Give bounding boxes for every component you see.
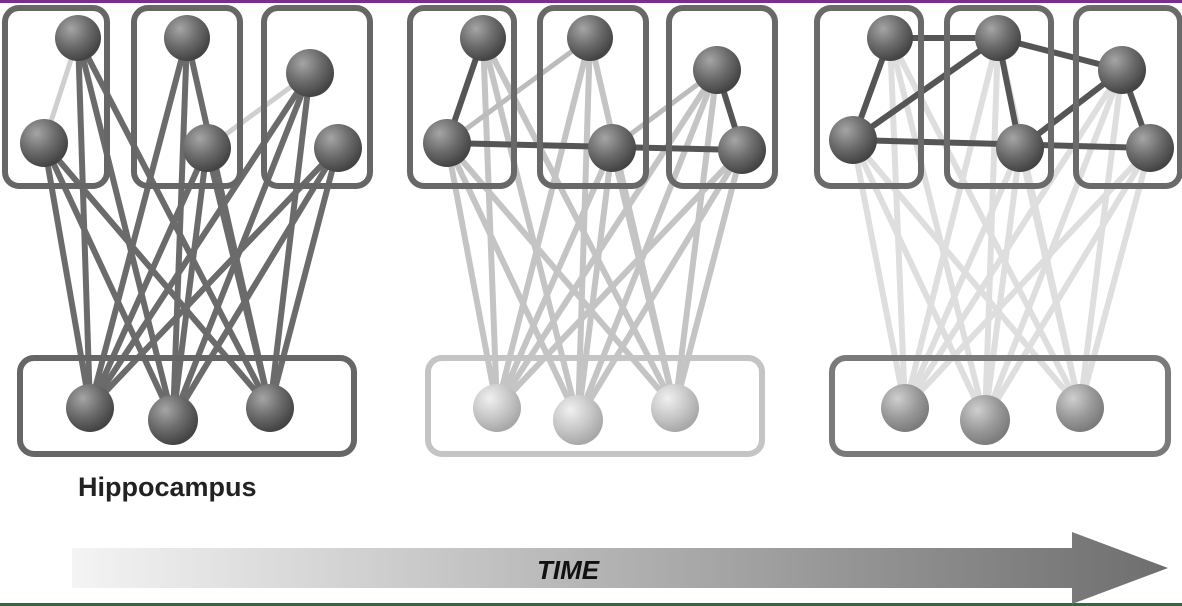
stage-1-neurons: [20, 15, 362, 445]
stage-2-hippocampal-neurons: [473, 384, 699, 445]
stage-2-cortex-box-c: [666, 5, 778, 189]
stage-1-cortex-box-b: [131, 5, 243, 189]
stage-2-cortex-box-b: [537, 5, 649, 189]
stage-1-cortical-boxes: [2, 5, 373, 189]
time-arrow-shape: [72, 532, 1168, 604]
stage-1-cortex-box-c: [261, 5, 373, 189]
stage-2: [407, 5, 778, 457]
stage-1-cortex-box-a: [2, 5, 110, 189]
stage-3-cortical-boxes: [814, 5, 1182, 189]
time-label: TIME: [537, 555, 600, 585]
bottom-border-stripe: [0, 603, 1182, 606]
hippocampus-label: Hippocampus: [78, 472, 257, 502]
stage-1: [2, 5, 373, 457]
stage-2-cortical-boxes: [407, 5, 778, 189]
stage-2-hippocampal-links: [444, 35, 745, 423]
stage-2-cortical-neurons: [423, 15, 766, 174]
stage-2-cortex-box-a: [407, 5, 517, 189]
stage-3-hippocampal-links: [850, 35, 1153, 423]
stage-3-hippocampus-box: [829, 355, 1171, 457]
stage-3-cortex-box-c: [1073, 5, 1182, 189]
stage-3-hippocampal-neurons: [881, 384, 1104, 445]
stage-1-hippocampal-links: [41, 35, 341, 423]
stage-3-cortex-box-b: [944, 5, 1054, 189]
stage-3-cortical-neurons: [829, 15, 1174, 172]
stage-1-hippocampus-box: [17, 355, 357, 457]
stage-3: [814, 5, 1182, 457]
time-arrow: TIME: [72, 532, 1168, 604]
top-border-stripe: [0, 0, 1182, 3]
stage-3-cortex-box-a: [814, 5, 924, 189]
stage-2-hippocampus-box: [425, 355, 765, 457]
